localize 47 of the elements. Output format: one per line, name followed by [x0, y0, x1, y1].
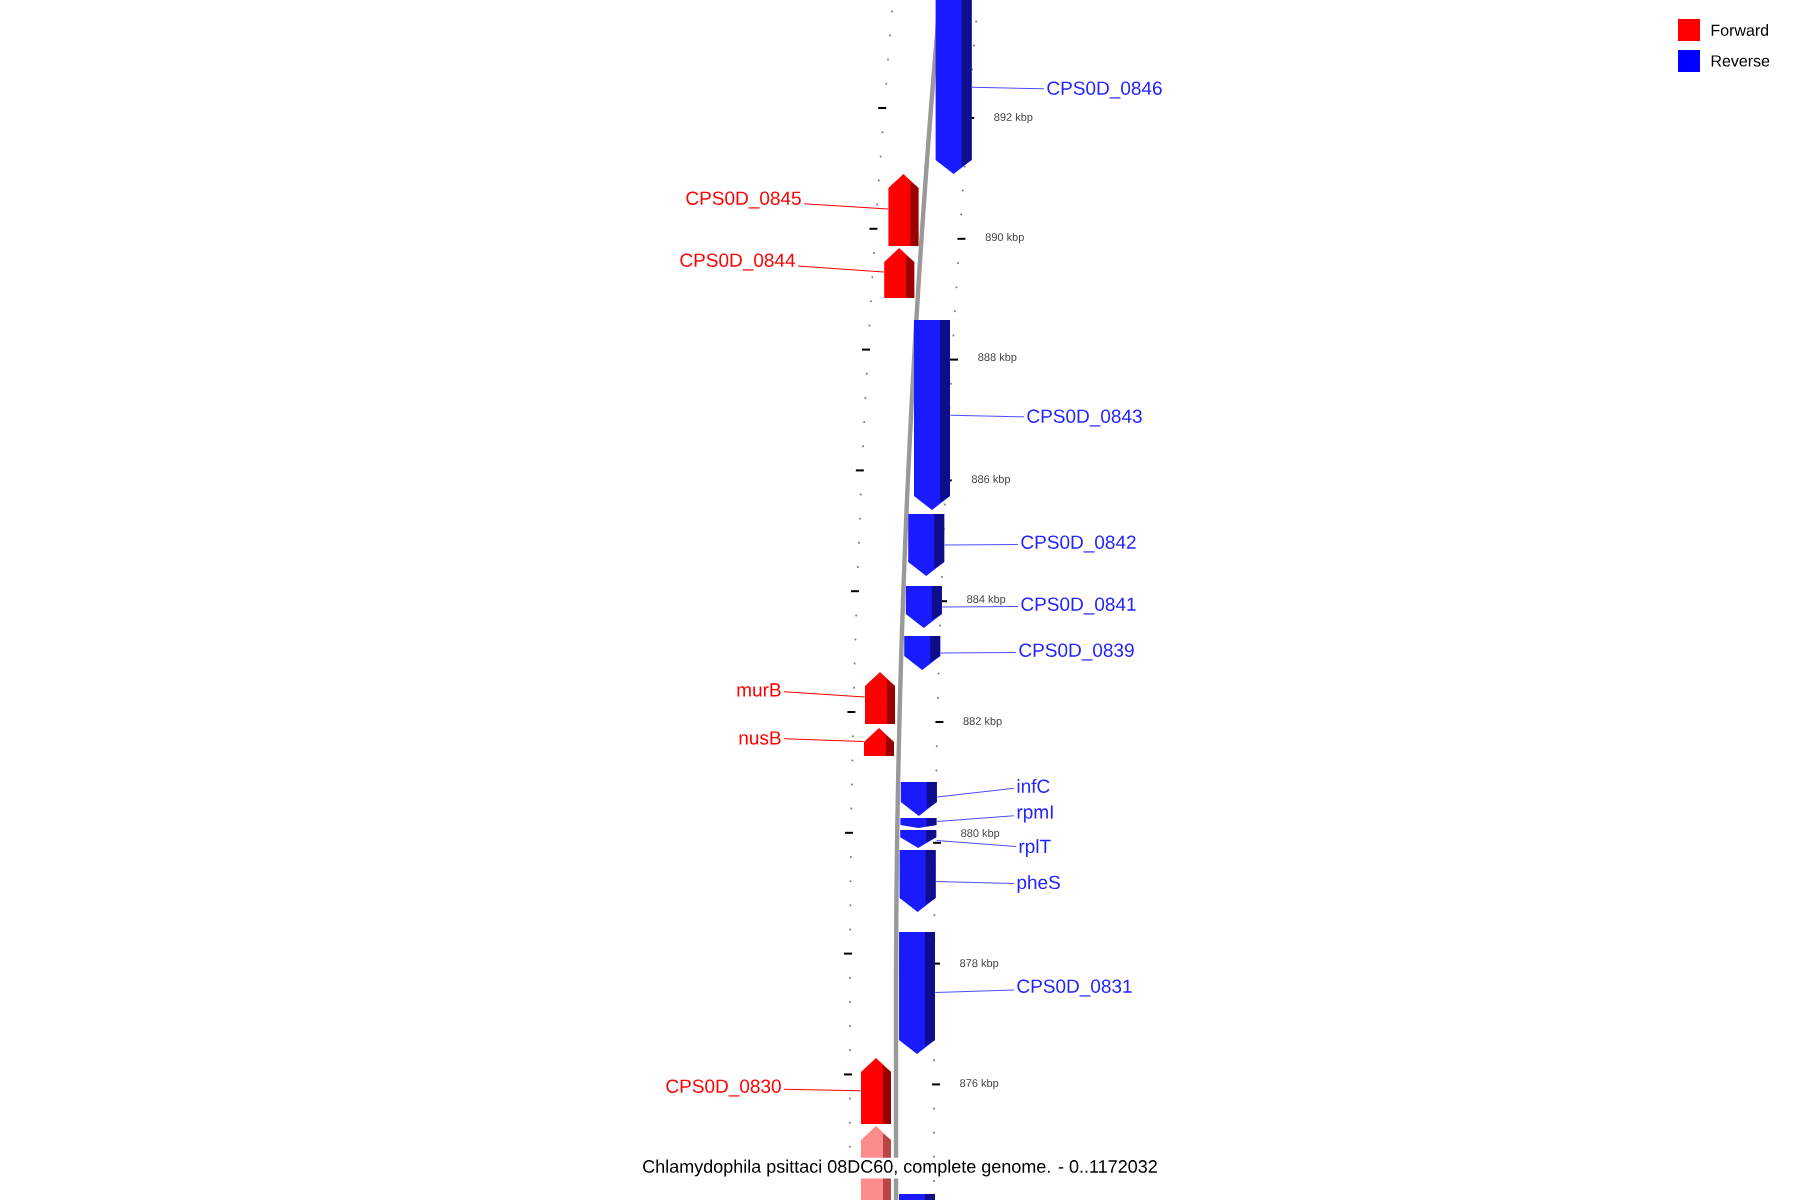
- leader-line: [936, 815, 1015, 823]
- gene-bar: [884, 248, 915, 298]
- leader-line: [944, 543, 1019, 546]
- leader-line: [935, 880, 1015, 884]
- gene-label: CPS0D_0844: [680, 253, 795, 271]
- gene-bar: [935, 0, 972, 174]
- gene-bar: [899, 932, 935, 1054]
- leader-line: [803, 203, 889, 210]
- gene-bar: [900, 830, 937, 848]
- gene-bar: [888, 174, 919, 246]
- gene-bar: [864, 728, 894, 756]
- gene-label: murB: [737, 683, 781, 697]
- gene-label: CPS0D_0846: [1047, 81, 1162, 99]
- gene-label: rpmI: [1017, 805, 1053, 823]
- leader-line: [934, 989, 1015, 993]
- gene-bar: [899, 1194, 935, 1200]
- leader-line: [949, 414, 1025, 418]
- leader-line: [940, 651, 1017, 654]
- gene-bar: [914, 320, 950, 510]
- gene-bar: [908, 514, 945, 576]
- gene-label: CPS0D_0843: [1027, 409, 1142, 427]
- legend-label: Reverse: [1711, 55, 1770, 67]
- leader-line: [783, 738, 865, 742]
- leader-line: [936, 839, 1017, 848]
- gene-label: nusB: [739, 731, 781, 745]
- gene-bar: [861, 1058, 891, 1124]
- leader-line: [941, 605, 1019, 608]
- gene-label: infC: [1017, 779, 1050, 793]
- gene-label: CPS0D_0845: [686, 191, 801, 209]
- legend-label: Forward: [1711, 24, 1769, 36]
- leader-line: [971, 86, 1045, 90]
- leader-line: [783, 1088, 862, 1092]
- gene-label: CPS0D_0839: [1019, 643, 1134, 661]
- leader-line: [797, 265, 885, 273]
- leader-line: [783, 691, 866, 698]
- caption: Chlamydophila psittaci 08DC60, complete genome. - 0..1172032: [640, 1157, 1160, 1179]
- gene-bar: [865, 672, 895, 724]
- gene-bar: [905, 586, 942, 628]
- gene-bar: [900, 818, 937, 828]
- gene-label: rplT: [1019, 839, 1051, 857]
- gene-label: CPS0D_0842: [1021, 535, 1136, 553]
- gene-bar: [904, 636, 941, 670]
- gene-label: CPS0D_0831: [1017, 979, 1132, 997]
- gene-label: pheS: [1017, 875, 1060, 893]
- gene-label: CPS0D_0841: [1021, 597, 1136, 615]
- gene-label: CPS0D_0830: [666, 1079, 781, 1097]
- leader-line: [936, 787, 1015, 798]
